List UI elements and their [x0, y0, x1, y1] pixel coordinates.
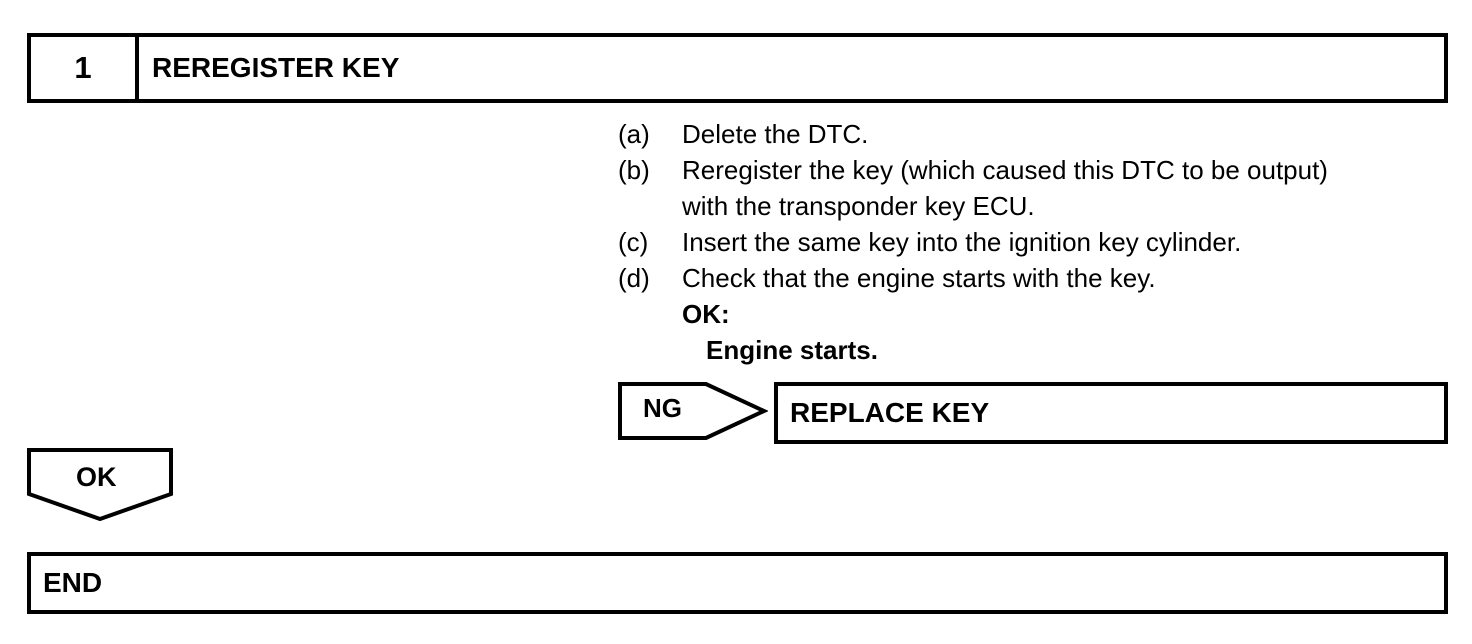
instruction-text: Check that the engine starts with the ke…	[682, 263, 1156, 293]
step-title: REREGISTER KEY	[152, 52, 400, 83]
replace-key-label: REPLACE KEY	[790, 397, 990, 428]
instruction-letter: (a)	[618, 119, 650, 149]
result-label: OK:	[682, 299, 730, 329]
end-box: END	[27, 552, 1448, 614]
ok-arrow-icon	[27, 448, 173, 522]
instruction-item: (b) Reregister the key (which caused thi…	[618, 152, 1458, 188]
replace-key-box: REPLACE KEY	[774, 382, 1448, 444]
instruction-continuation: with the transponder key ECU.	[682, 191, 1035, 221]
instruction-text: Insert the same key into the ignition ke…	[682, 227, 1242, 257]
instruction-letter: (c)	[618, 227, 649, 257]
instruction-item: (c) Insert the same key into the ignitio…	[618, 224, 1458, 260]
ng-arrow-icon	[618, 382, 768, 440]
instruction-text: Reregister the key (which caused this DT…	[682, 155, 1328, 185]
step-number: 1	[31, 37, 139, 99]
ng-label: NG	[643, 393, 682, 423]
instruction-letter: (d)	[618, 263, 650, 293]
instruction-list: (a) Delete the DTC. (b) Reregister the k…	[618, 116, 1458, 368]
ok-label: OK	[76, 462, 117, 492]
instruction-text: Delete the DTC.	[682, 119, 869, 149]
result-value: Engine starts.	[706, 335, 878, 365]
instruction-letter: (b)	[618, 155, 650, 185]
instruction-item: (a) Delete the DTC.	[618, 116, 1458, 152]
step-header: 1 REREGISTER KEY	[27, 33, 1448, 103]
instruction-item: (d) Check that the engine starts with th…	[618, 260, 1458, 296]
end-label: END	[43, 567, 103, 598]
